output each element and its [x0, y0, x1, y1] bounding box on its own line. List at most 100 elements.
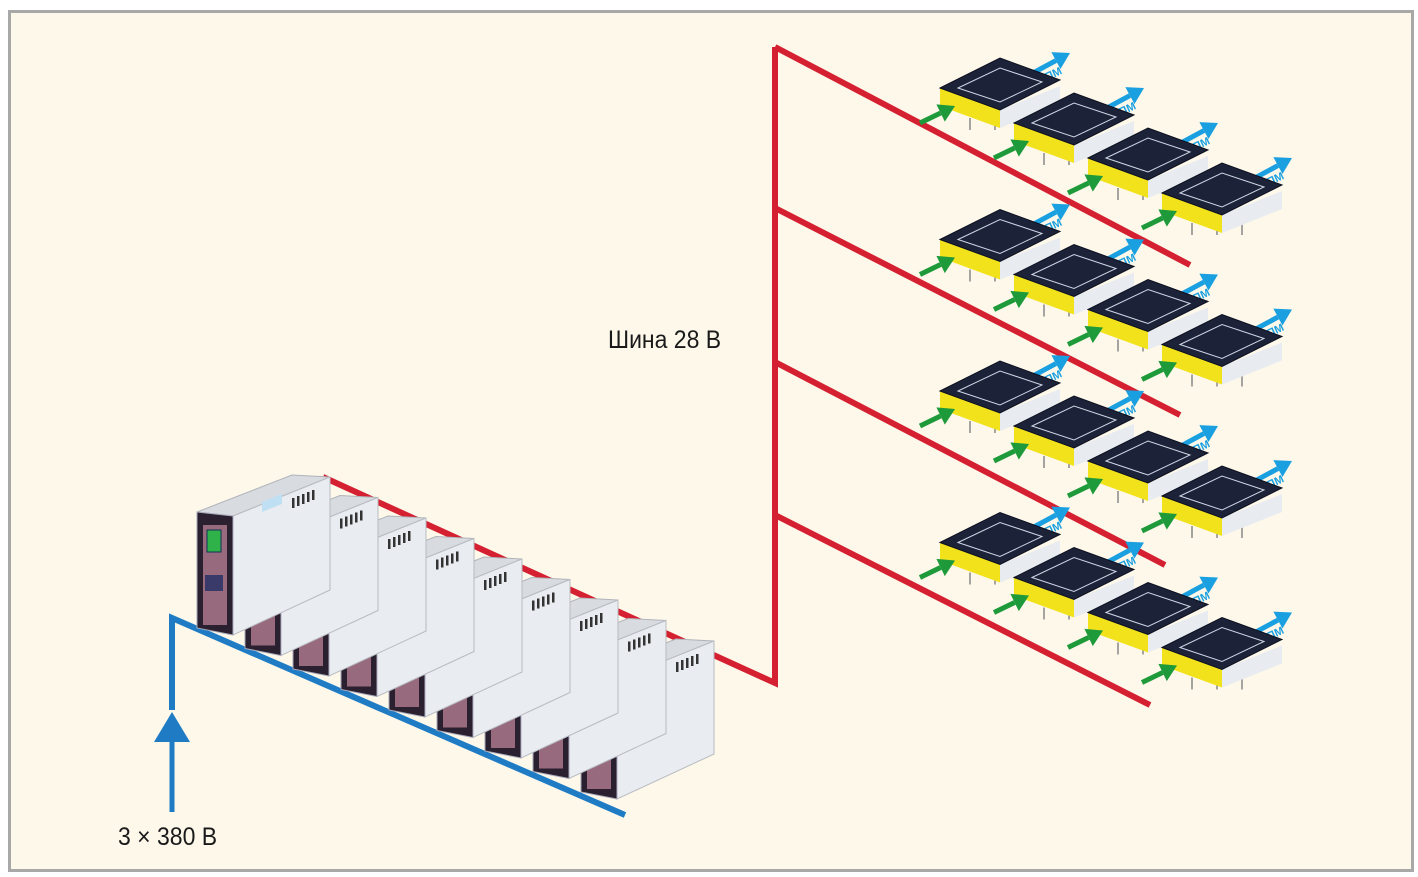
power-module: ППМ — [918, 52, 1070, 130]
psu-vent — [628, 641, 631, 652]
psu-vent — [456, 551, 459, 562]
input-arrow-icon — [918, 104, 955, 126]
power-module: ППМ — [1066, 576, 1218, 655]
input-arrow-icon — [918, 255, 955, 277]
arrow-shaft — [1140, 367, 1164, 382]
module-body — [938, 208, 1062, 263]
module-base-side — [1074, 575, 1134, 618]
input-arrow-icon — [154, 712, 190, 812]
module-base-side — [1000, 86, 1060, 128]
module-base-side — [1074, 121, 1134, 163]
module-base-side — [1222, 191, 1282, 233]
psu-vent — [552, 592, 555, 603]
arrow-head — [154, 712, 190, 742]
module-marking — [1178, 626, 1266, 663]
input-arrow-icon — [1066, 325, 1103, 347]
psu-vent — [350, 514, 353, 525]
module-body — [1012, 395, 1136, 449]
module-base-front — [1162, 647, 1222, 688]
module-base-side — [1000, 237, 1060, 280]
power-module: ППМ — [992, 390, 1144, 468]
input-arrow-icon — [918, 407, 955, 429]
psu-vent — [312, 490, 315, 500]
module-base-front — [1014, 274, 1074, 315]
psu-vent — [393, 537, 396, 547]
input-arrow-icon — [992, 290, 1029, 312]
module-base-side — [1000, 389, 1060, 431]
psu-vent — [441, 557, 444, 568]
module-body — [1012, 92, 1136, 146]
module-body — [1086, 278, 1210, 333]
module-marking — [1104, 137, 1192, 173]
psu-vent — [542, 596, 545, 607]
power-module: ППМ — [918, 506, 1070, 585]
arrow-head — [1010, 290, 1029, 309]
arrow-head — [1084, 325, 1103, 344]
psu-vent — [696, 654, 699, 664]
arrow-shaft — [918, 262, 942, 277]
input-arrow-icon — [1140, 209, 1177, 231]
module-body — [938, 511, 1062, 566]
arrow-shaft — [1066, 635, 1090, 650]
arrow-head — [1051, 203, 1070, 221]
input-voltage-label: 3 × 380 В — [118, 823, 218, 851]
module-body — [1012, 243, 1136, 298]
module-marking — [956, 67, 1044, 103]
input-arrow-icon — [1066, 174, 1103, 196]
bus-branch-4 — [773, 512, 1152, 708]
psu-vent — [504, 572, 507, 582]
arrow-head — [1051, 52, 1070, 70]
arrow-shaft — [1066, 483, 1090, 499]
psu-vent — [532, 600, 535, 611]
input-arrow-icon — [1066, 628, 1103, 650]
module-base-front — [1088, 309, 1148, 350]
psu-vent — [388, 539, 391, 549]
power-module: ППМ — [992, 238, 1144, 317]
power-supply-unit — [196, 474, 331, 636]
arrow-head — [1010, 139, 1029, 157]
module-body — [1160, 313, 1284, 368]
psu-vent — [648, 633, 651, 644]
module-base-side — [1222, 342, 1282, 385]
psu-vent — [360, 510, 363, 521]
psu-vent — [451, 553, 454, 564]
input-arrow-icon — [1140, 663, 1177, 685]
psu-vent — [398, 535, 401, 545]
module-marking — [1030, 556, 1118, 593]
input-line — [169, 613, 627, 818]
module-marking — [1178, 172, 1266, 208]
arrow-head — [936, 558, 955, 577]
module-marking — [1030, 405, 1118, 441]
arrow-head — [1010, 442, 1029, 460]
psu-vent — [355, 512, 358, 523]
psu-vent — [436, 559, 439, 570]
arrow-shaft — [992, 297, 1016, 312]
psu-vent — [297, 496, 300, 506]
module-base-front — [1014, 577, 1074, 618]
power-module: ППМ — [1140, 460, 1292, 538]
psu-vent — [302, 494, 305, 504]
input-arrow-icon — [918, 558, 955, 580]
power-module: ППМ — [1066, 425, 1218, 503]
module-base-side — [1148, 610, 1208, 653]
arrow-shaft — [1140, 670, 1164, 685]
module-base-side — [1222, 494, 1282, 536]
arrow-head — [1010, 593, 1029, 612]
module-base-front — [1014, 426, 1074, 466]
bus-branch-3 — [773, 359, 1167, 568]
module-base-side — [1074, 424, 1134, 466]
module-marking — [1104, 440, 1192, 476]
module-base-front — [1088, 612, 1148, 653]
arrow-head — [1125, 87, 1144, 105]
arrow-head — [1125, 390, 1144, 408]
psu-vent — [676, 662, 679, 672]
module-base-side — [1222, 645, 1282, 688]
module-base-side — [1148, 459, 1208, 501]
psu-vent — [408, 531, 411, 541]
arrow-head — [1084, 628, 1103, 647]
psu-vent — [489, 578, 492, 588]
bus-branch-2 — [773, 205, 1182, 418]
psu-vent — [585, 619, 588, 629]
module-marking — [956, 521, 1044, 558]
